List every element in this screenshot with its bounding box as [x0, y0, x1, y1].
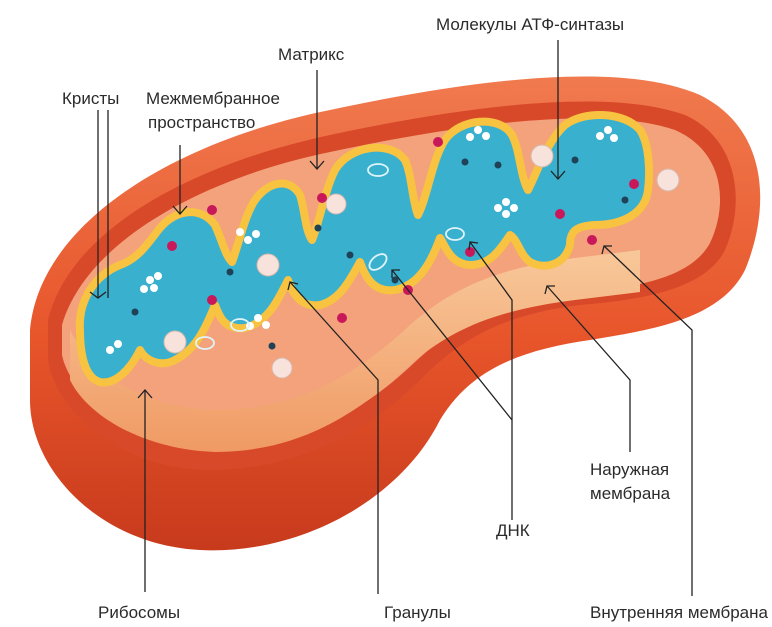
label-inner-membrane: Внутренняя мембрана — [590, 603, 769, 622]
label-outer-membrane-line2: мембрана — [590, 484, 671, 503]
label-ribosomes: Рибосомы — [98, 603, 180, 622]
label-intermembrane-space-line1: Межмембранное — [146, 89, 280, 108]
label-outer-membrane-line1: Наружная — [590, 460, 669, 479]
label-granules: Гранулы — [384, 603, 451, 622]
label-intermembrane-space-line2: пространство — [148, 113, 255, 132]
label-matrix: Матрикс — [278, 45, 345, 64]
label-dna: ДНК — [496, 521, 530, 540]
label-atp-synthase: Молекулы АТФ-синтазы — [436, 15, 624, 34]
label-cristae: Кристы — [62, 89, 119, 108]
